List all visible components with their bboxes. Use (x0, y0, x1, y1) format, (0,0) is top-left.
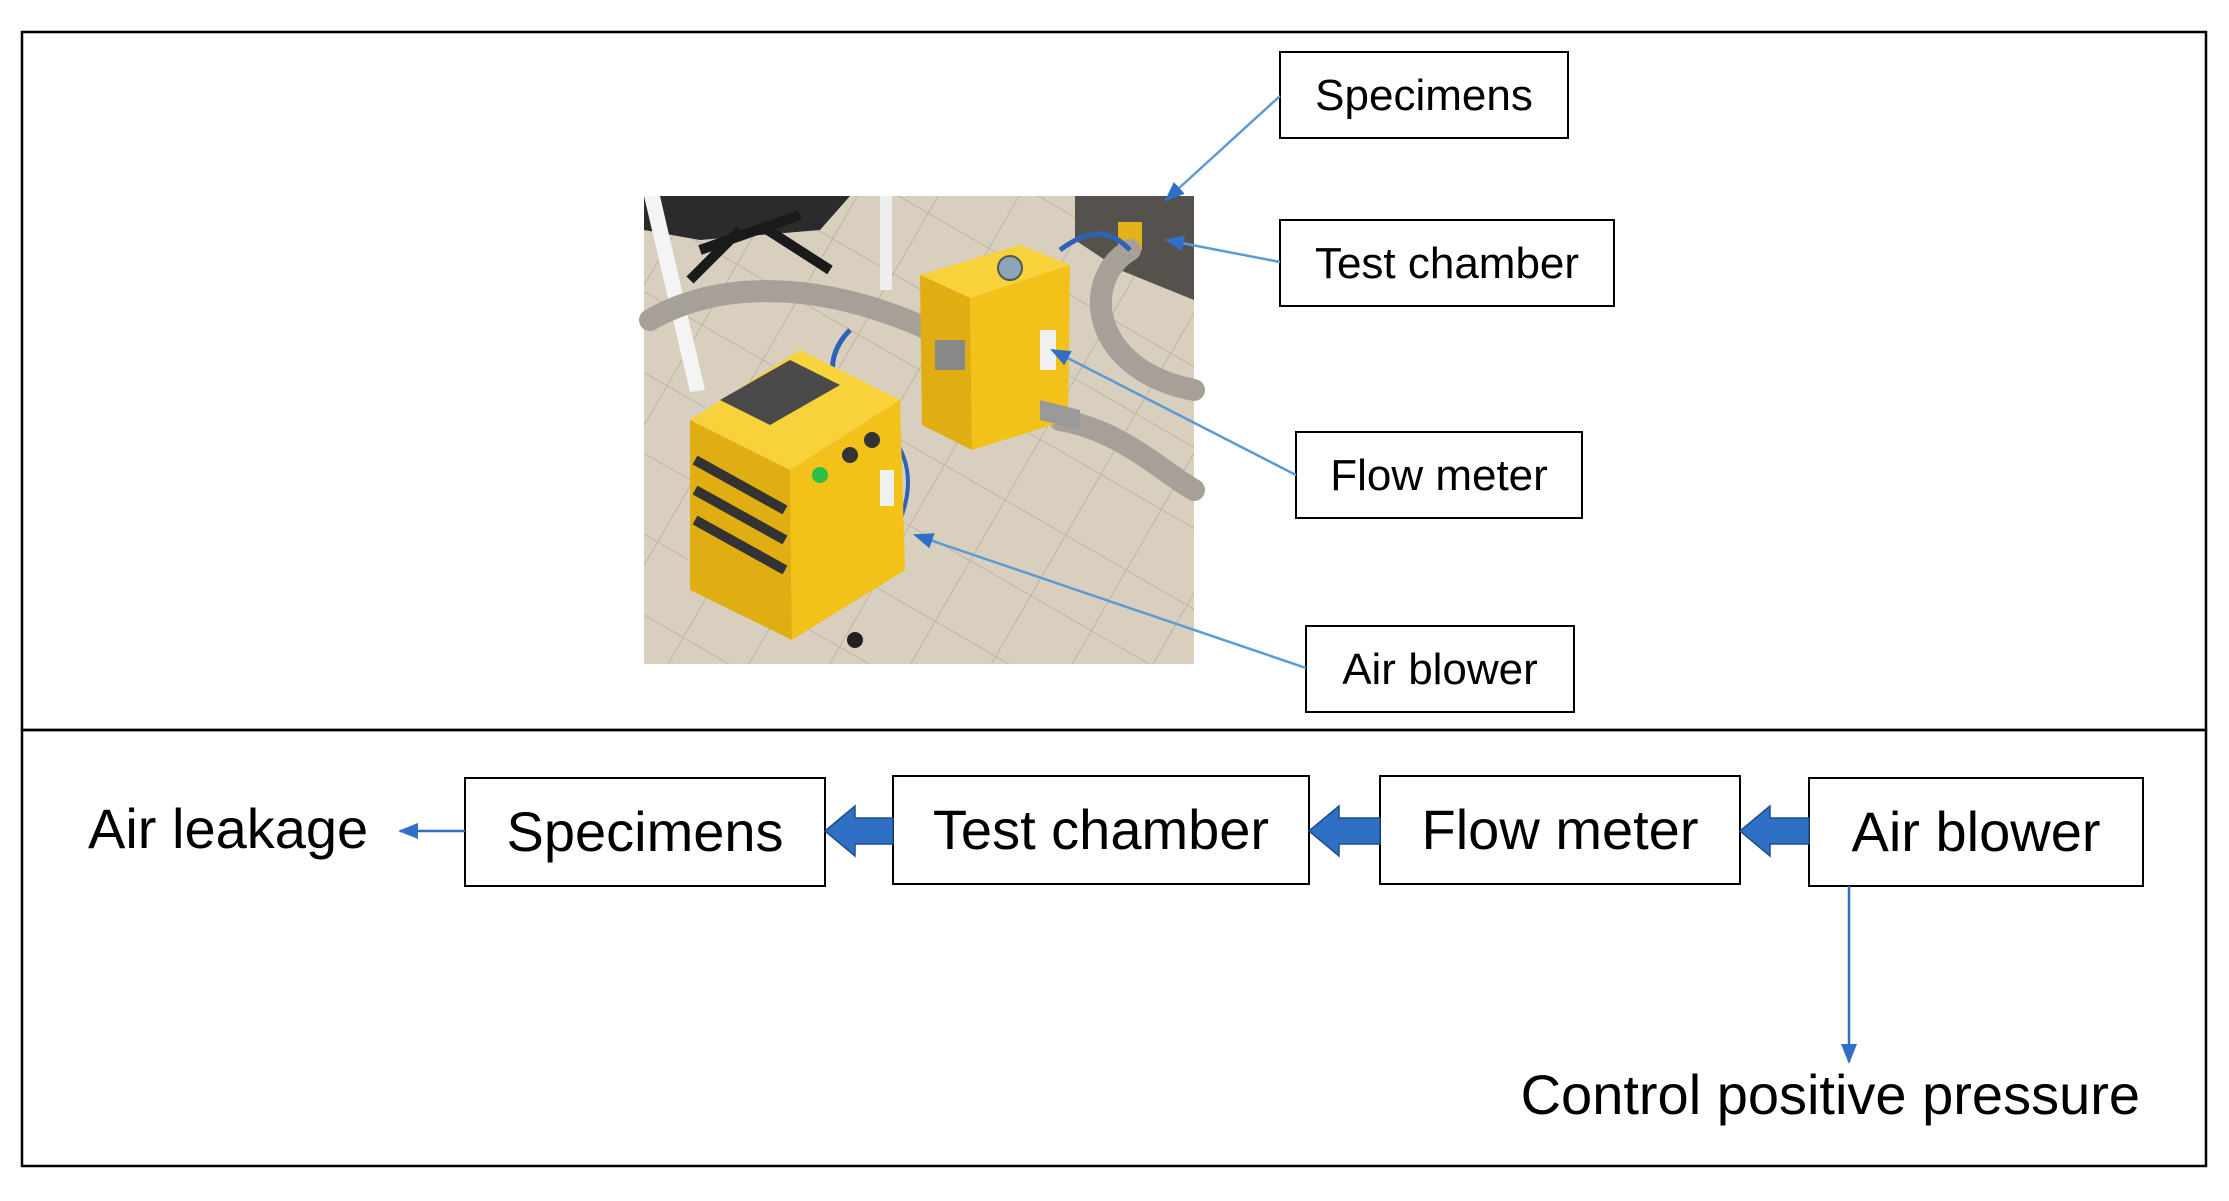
block-arrow-left-icon (1738, 804, 1810, 858)
leader-air-blower (913, 533, 1307, 670)
svg-text:Test chamber: Test chamber (1315, 239, 1579, 288)
flow-box-specimens: Specimens (464, 777, 826, 887)
svg-text:Air blower: Air blower (1342, 645, 1538, 694)
leader-flow-meter (1050, 348, 1297, 477)
flow-box-test-chamber: Test chamber (892, 775, 1310, 885)
control-pressure-label: Control positive pressure (1521, 1063, 2140, 1126)
bottom-panel-frame (20, 728, 2208, 1168)
flow-box-air-blower: Air blower (1808, 777, 2144, 887)
block-arrow-left-icon (823, 804, 894, 858)
svg-text:Test chamber: Test chamber (933, 798, 1269, 861)
leader-test-chamber (1164, 235, 1281, 264)
svg-text:Specimens: Specimens (506, 800, 783, 863)
flow-box-flow-meter: Flow meter (1379, 775, 1741, 885)
svg-text:Flow meter: Flow meter (1330, 451, 1548, 500)
leader-lines (913, 95, 1307, 670)
block-arrow-left-icon (1307, 804, 1381, 858)
leader-specimens (1164, 95, 1281, 202)
photo-label-air-blower: Air blower (1305, 625, 1575, 713)
chair-icon (686, 210, 833, 284)
photo-label-test-chamber: Test chamber (1279, 219, 1615, 307)
photo-label-specimens: Specimens (1279, 51, 1569, 139)
svg-text:Air blower: Air blower (1852, 800, 2101, 863)
air-leakage-label: Air leakage (88, 797, 368, 860)
block-arrows (823, 804, 1810, 858)
photo-label-flow-meter: Flow meter (1295, 431, 1583, 519)
svg-text:Flow meter: Flow meter (1422, 798, 1699, 861)
equipment-photo (639, 196, 1205, 664)
svg-text:Specimens: Specimens (1315, 71, 1533, 120)
